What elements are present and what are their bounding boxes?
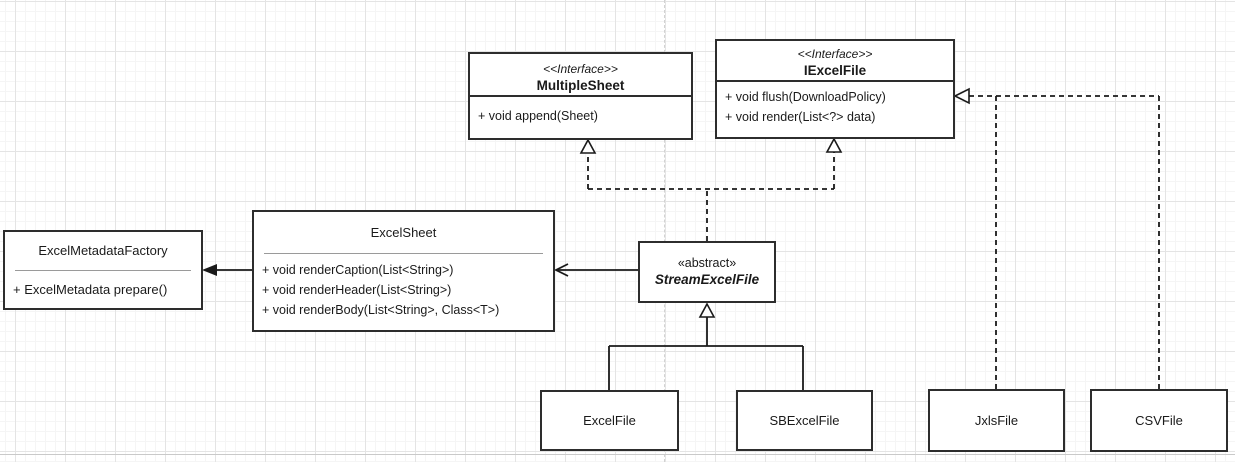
class-box-multiplesheet[interactable]: <<Interface>> MultipleSheet + void appen…	[468, 52, 693, 140]
class-name: StreamExcelFile	[654, 272, 760, 287]
class-box-iexcelfile[interactable]: <<Interface>> IExcelFile + void flush(Do…	[715, 39, 955, 139]
page-boundary-vertical	[664, 0, 665, 462]
class-name: ExcelFile	[583, 412, 636, 428]
compartment-separator	[15, 270, 191, 271]
class-box-excelfile[interactable]: ExcelFile	[540, 390, 679, 451]
stereotype-label: <<Interface>>	[543, 62, 618, 76]
hollow-triangle-multiplesheet	[579, 138, 597, 154]
class-box-csvfile[interactable]: CSVFile	[1090, 389, 1228, 452]
class-name: MultipleSheet	[536, 78, 625, 93]
method-entry: + void renderBody(List<String>, Class<T>…	[262, 303, 500, 317]
page-boundary-horizontal	[0, 454, 1235, 455]
method-entry: + void render(List<?> data)	[725, 110, 876, 124]
hollow-triangle-streamexcelfile	[698, 302, 716, 318]
methods-compartment: + void flush(DownloadPolicy) + void rend…	[717, 80, 953, 127]
method-entry: + void renderHeader(List<String>)	[262, 283, 452, 297]
class-name: JxlsFile	[974, 412, 1019, 428]
box-header: <<Interface>> IExcelFile	[717, 41, 953, 80]
stereotype-label: «abstract»	[677, 256, 737, 270]
box-header: <<Interface>> MultipleSheet	[470, 54, 691, 95]
hollow-triangle-iexcelfile-right	[953, 87, 970, 105]
class-box-sbexcelfile[interactable]: SBExcelFile	[736, 390, 873, 451]
class-box-excelmetadatafactory[interactable]: ExcelMetadataFactory + ExcelMetadata pre…	[3, 230, 203, 310]
association-streamexcelfile-excelsheet	[553, 263, 638, 277]
realization-streamexcelfile-interfaces	[587, 152, 835, 241]
box-header: ExcelSheet	[254, 212, 553, 253]
methods-compartment: + ExcelMetadata prepare()	[5, 271, 201, 300]
box-header: ExcelMetadataFactory	[5, 232, 201, 270]
class-box-excelsheet[interactable]: ExcelSheet + void renderCaption(List<Str…	[252, 210, 555, 332]
hollow-triangle-iexcelfile-bottom	[825, 137, 843, 153]
methods-compartment: + void append(Sheet)	[470, 95, 691, 126]
class-box-jxlsfile[interactable]: JxlsFile	[928, 389, 1065, 452]
class-box-streamexcelfile[interactable]: «abstract» StreamExcelFile	[638, 241, 776, 303]
compartment-separator	[264, 253, 543, 254]
method-entry: + ExcelMetadata prepare()	[13, 282, 168, 297]
methods-compartment: + void renderCaption(List<String>) + voi…	[254, 254, 553, 320]
realization-files-iexcelfile	[969, 95, 1160, 389]
generalization-files-streamexcelfile	[608, 317, 804, 390]
class-name: CSVFile	[1135, 412, 1183, 428]
class-name: ExcelMetadataFactory	[38, 243, 168, 258]
method-entry: + void flush(DownloadPolicy)	[725, 90, 886, 104]
class-name: SBExcelFile	[769, 412, 840, 428]
method-entry: + void append(Sheet)	[478, 109, 598, 123]
association-excelsheet-metadatafactory	[202, 264, 252, 276]
method-entry: + void renderCaption(List<String>)	[262, 263, 454, 277]
class-name: ExcelSheet	[370, 224, 437, 240]
class-name: IExcelFile	[803, 63, 867, 78]
stereotype-label: <<Interface>>	[797, 47, 873, 61]
